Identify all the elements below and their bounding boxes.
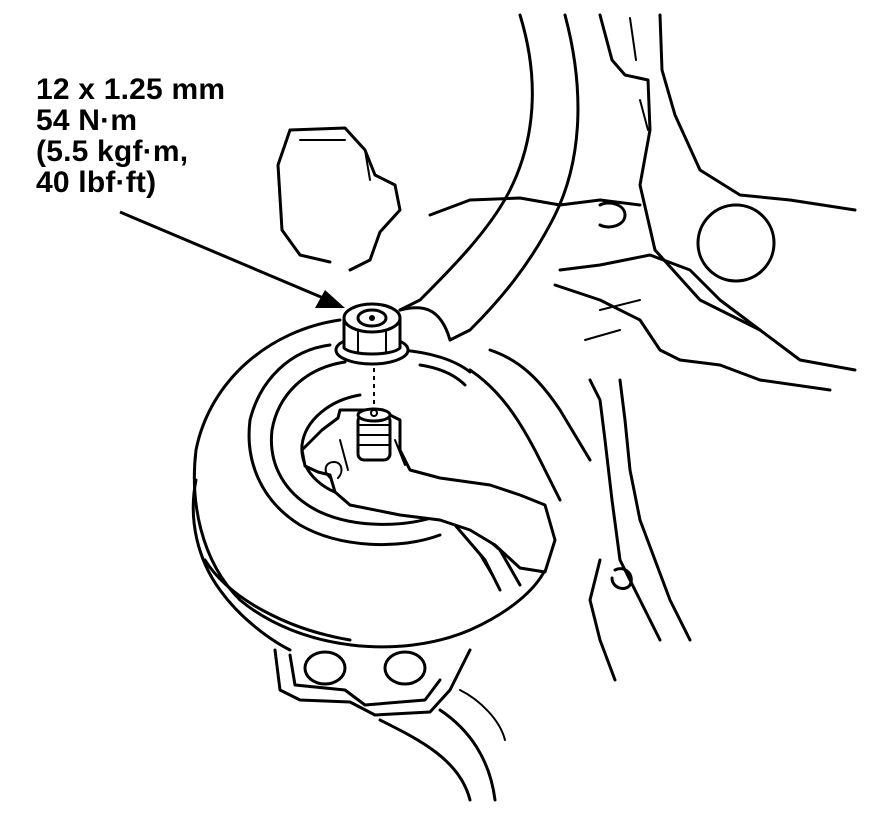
flange-hole-right bbox=[383, 650, 427, 686]
mount-stud bbox=[356, 407, 392, 462]
boss-circle bbox=[696, 203, 776, 283]
torque-spec-callout: 12 x 1.25 mm 54 N·m (5.5 kgf·m, 40 lbf·f… bbox=[36, 74, 225, 198]
torque-lbfft-label: 40 lbf·ft) bbox=[36, 166, 157, 199]
bolt-size-label: 12 x 1.25 mm bbox=[36, 73, 226, 106]
engine-block-outline bbox=[428, 13, 857, 682]
bracket-block bbox=[276, 126, 402, 272]
engine-mount-body bbox=[191, 318, 547, 802]
flange-nut bbox=[334, 302, 410, 366]
flange-hole-left bbox=[303, 650, 347, 686]
torque-kgfm-label: (5.5 kgf·m, bbox=[36, 135, 189, 168]
callout-leader-arrow bbox=[119, 210, 345, 308]
mount-bracket-arm bbox=[398, 13, 592, 502]
stud-bracket-plate bbox=[300, 408, 557, 574]
torque-nm-label: 54 N·m bbox=[36, 104, 138, 137]
